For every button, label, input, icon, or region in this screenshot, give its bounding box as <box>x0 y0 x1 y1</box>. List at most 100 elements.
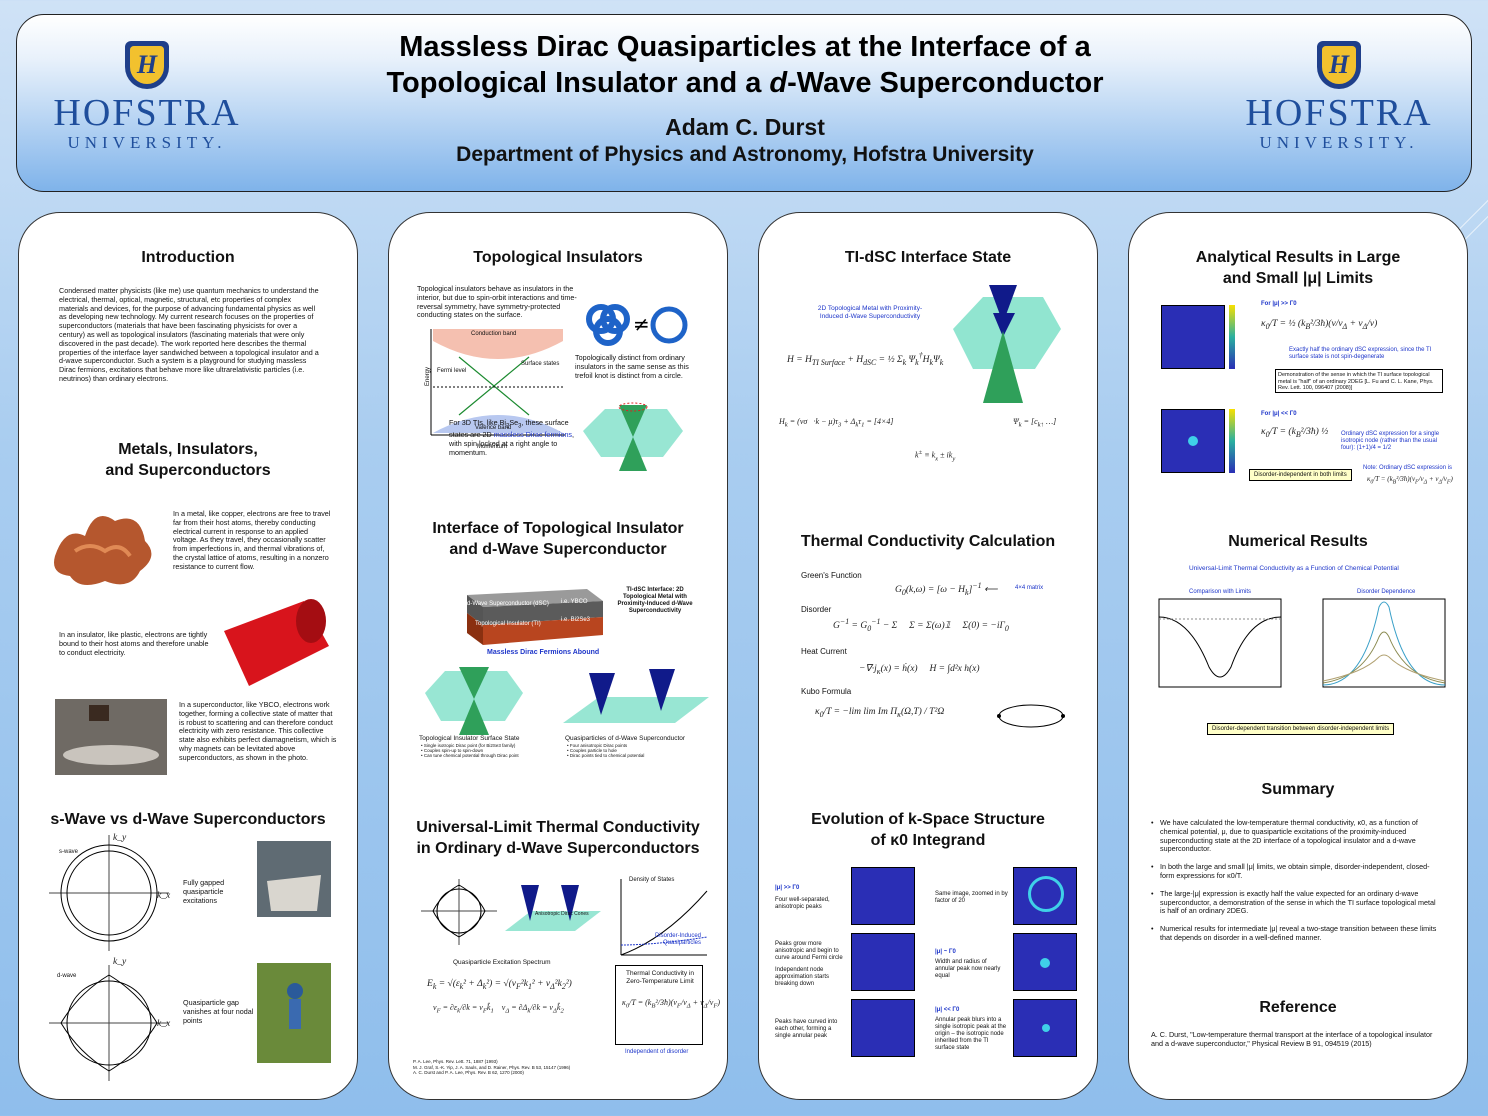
summary-list: We have calculated the low-temperature t… <box>1151 818 1441 952</box>
climber-image <box>257 963 331 1063</box>
shield-icon: H <box>1317 41 1361 89</box>
small-mu-equation: κ0/T = (kB²/3ħ) ½ <box>1261 427 1329 439</box>
dos-label: Disorder-Induced Quasiparticles <box>654 933 701 946</box>
e6-label: |μ| ~ Γ0 <box>935 949 956 955</box>
dwave-gap-diagram <box>421 879 497 945</box>
e3-text: Independent node approximation starts br… <box>775 967 830 987</box>
tc-zero-temp-box: Thermal Conductivity in Zero-Temperature… <box>615 965 720 1045</box>
reference-text: A. C. Durst, "Low-temperature thermal tr… <box>1151 1030 1433 1048</box>
ordinary-equation: κ0/T = (kB²/3ħ)(vF/vΔ + vΔ/vF) <box>1367 475 1453 486</box>
column-1: Introduction Condensed matter physicists… <box>18 212 358 1100</box>
plastic-image <box>224 599 329 686</box>
greens-function-label: Green's Function <box>801 571 862 580</box>
hamiltonian-equation: H = HTI Surface + HdSC = ½ Σk Ψk†HkΨk <box>787 351 944 368</box>
metal-text: In a metal, like copper, electrons are f… <box>173 509 331 571</box>
ky-label: k_y <box>113 957 127 967</box>
swave-text: Fully gapped quasiparticle excitations <box>183 878 225 905</box>
s-vs-d-title: s-Wave vs d-Wave Superconductors <box>50 811 326 828</box>
small-mu-plot <box>1161 409 1225 473</box>
velocity-equation: vF = ∂εk/∂k = vFk̂1 vΔ = ∂Δk/∂k = vΔk̂2 <box>433 1003 564 1015</box>
svg-text:≠: ≠ <box>633 312 650 336</box>
integrand-plot-4 <box>1013 867 1077 925</box>
copper-image <box>54 516 152 585</box>
ti-layer-label: Topological Insulator (TI) <box>475 621 541 627</box>
e5-text: Same image, zoomed in by factor of 20 <box>935 891 1008 904</box>
kx-label: k_x <box>157 1019 171 1029</box>
conduction-band-label: Conduction band <box>471 331 517 337</box>
trefoil-vs-circle-diagram: ≠ <box>586 304 688 346</box>
swave-label: s-wave <box>59 849 79 855</box>
numerical-subtitle: Universal-Limit Thermal Conductivity as … <box>1189 565 1399 572</box>
superconductor-text: In a superconductor, like YBCO, electron… <box>179 700 337 762</box>
title-block: Massless Dirac Quasiparticles at the Int… <box>277 29 1213 169</box>
momentum-label: Momentum <box>477 444 508 450</box>
kubo-equation: κ0/T = −lim lim Im Πκ(Ω,T) / T²Ω <box>815 707 945 719</box>
integrand-plot-2 <box>851 933 915 991</box>
large-mu-equation: κ0/T = ½ (kB²/3ħ)(v/vΔ + vΔ/v) <box>1261 319 1378 331</box>
anisotropic-cones <box>505 885 601 931</box>
insulator-text: In an insulator, like plastic, electrons… <box>59 630 209 657</box>
integrand-plot-6 <box>1013 999 1077 1057</box>
ti-title: Topological Insulators <box>473 249 643 266</box>
surface-states-label: Surface states <box>521 361 560 367</box>
disorder-label: Disorder <box>801 605 832 614</box>
ti3d-text: For 3D TIs, like Bi2Se3, these surface s… <box>449 418 575 457</box>
kpm-equation: k± ≡ kx ± iky <box>915 449 956 463</box>
summary-item: Numerical results for intermediate |μ| r… <box>1151 924 1441 943</box>
e6-text: Width and radius of annular peak now nea… <box>935 959 1001 979</box>
small-mu-label: For |μ| << Γ0 <box>1261 411 1297 417</box>
energy-label: Energy <box>425 366 432 387</box>
dirac-cone-diagram <box>583 402 683 471</box>
logo-university: UNIVERSITY. <box>67 133 227 152</box>
ordinary-note: Note: Ordinary dSC expression is <box>1363 465 1453 471</box>
logo-name: HOFSTRA <box>53 92 241 134</box>
valence-band-label: Valence band <box>475 425 512 431</box>
logo-university: UNIVERSITY. <box>1259 133 1419 152</box>
interface-cones-diagram <box>953 285 1061 403</box>
disorder-independent-box: Disorder-independent in both limits <box>1249 469 1352 481</box>
column-2: Topological Insulators Topological insul… <box>388 212 728 1100</box>
shield-icon: H <box>125 41 169 89</box>
intro-text: Condensed matter physicists (like me) us… <box>59 286 319 383</box>
dos-title: Density of States <box>629 877 675 883</box>
e1-text: Four well-separated, anisotropic peaks <box>775 897 830 910</box>
e7-text: Annular peak blurs into a single isotrop… <box>935 1017 1007 1051</box>
col2-references: P. A. Lee, Phys. Rev. Lett. 71, 1887 (19… <box>413 1059 571 1075</box>
e7-label: |μ| << Γ0 <box>935 1007 960 1013</box>
summary-item: We have calculated the low-temperature t… <box>1151 818 1441 854</box>
anisotropic-label: Anisotropic Dirac Cones <box>535 911 589 917</box>
independent-disorder-label: Independent of disorder <box>625 1049 689 1055</box>
large-mu-note: Exactly half the ordinary dSC expression… <box>1289 347 1432 360</box>
disorder-equation: G−1 = G0−1 − Σ Σ = Σ(ω)𝟙 Σ(0) = −iΓ0 <box>833 617 1009 634</box>
psi-equation: Ψk = [ck↑ …] <box>1013 417 1057 429</box>
matrix-label: 4×4 matrix <box>1015 585 1044 591</box>
department: Department of Physics and Astronomy, Hof… <box>456 143 1034 166</box>
integrand-plot-1 <box>851 867 915 925</box>
dwave-label: d-wave <box>57 973 77 979</box>
massless-label: Massless Dirac Fermions Abound <box>487 649 600 656</box>
poster-header: H HOFSTRA UNIVERSITY. Massless Dirac Qua… <box>16 14 1472 192</box>
tiss-title: Topological Insulator Surface State <box>419 735 520 742</box>
summary-item: In both the large and small |μ| limits, … <box>1151 862 1441 881</box>
hk-equation: Hk = (vσ⃗·k − μ)τ3 + Δkτ1 = [4×4] <box>779 417 894 429</box>
ky-label: k_y <box>113 833 127 843</box>
kubo-label: Kubo Formula <box>801 687 852 696</box>
intro-title: Introduction <box>141 249 235 266</box>
disorder-dependence-title: Disorder Dependence <box>1357 589 1416 595</box>
summary-item: The large-|μ| expression is exactly half… <box>1151 889 1441 916</box>
integrand-plot-3 <box>851 999 915 1057</box>
hofstra-logo-left: H HOFSTRA UNIVERSITY. <box>47 41 247 153</box>
heat-current-label: Heat Current <box>801 647 847 656</box>
large-mu-label: For |μ| >> Γ0 <box>1261 301 1297 307</box>
e2-text: Peaks grow more anisotropic and begin to… <box>775 941 843 961</box>
ti-surface-cone <box>425 667 523 735</box>
dwave-diagram <box>49 965 169 1081</box>
bise-label: i.e. Bi2Se3 <box>561 617 591 623</box>
column-3: TI-dSC Interface State 2D Topological Me… <box>758 212 1098 1100</box>
metal-label: 2D Topological Metal with Proximity-Indu… <box>817 305 923 320</box>
qp-bullets: • Four anisotropic Dirac points• Couples… <box>567 743 645 758</box>
dsc-quasiparticle-cones <box>563 669 709 723</box>
metals-title: Metals, Insulators,and Superconductors <box>105 441 271 479</box>
